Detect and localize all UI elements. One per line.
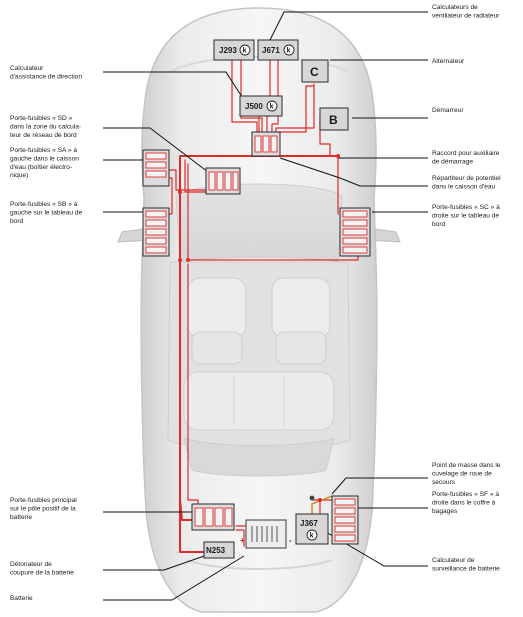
main-fuse-holder bbox=[191, 503, 235, 531]
ground-point bbox=[309, 495, 315, 501]
right-callout-0-line-0: Calculateurs de bbox=[432, 4, 478, 11]
left-callout-2-line-1: gauche dans le caisson bbox=[10, 155, 79, 162]
alternator-c: C bbox=[301, 59, 329, 83]
left-callout-2-line-2: d'eau (boîtier électro- bbox=[10, 164, 72, 171]
fuse-holder-sb bbox=[142, 207, 170, 257]
windshield bbox=[175, 183, 343, 263]
module-j367: J367 k bbox=[295, 513, 329, 545]
left-callout-6-line-0: Batterie bbox=[10, 595, 33, 602]
left-callout-4-line-2: batterie bbox=[10, 514, 32, 521]
module-j671-label: J671 bbox=[262, 46, 280, 55]
junction-dots bbox=[178, 154, 340, 502]
module-j671: J671 k bbox=[257, 39, 299, 61]
left-callout-1-line-1: dans la zone du calcula- bbox=[10, 123, 81, 130]
left-callout-3-line-1: gauche sur le tableau de bbox=[10, 209, 83, 216]
left-callout-4-line-0: Porte-fusibles principal bbox=[10, 497, 77, 504]
starter-b: B bbox=[319, 107, 349, 131]
car-body bbox=[117, 7, 401, 613]
k-icon bbox=[306, 529, 318, 541]
right-callout-6-line-2: secours bbox=[432, 479, 456, 486]
left-callout-4-line-1: sur le pôle positif de la bbox=[10, 505, 76, 512]
right-callout-3-line-1: de démarrage bbox=[432, 158, 473, 165]
k-symbol: k bbox=[270, 104, 274, 111]
right-callout-2-line-0: Démarreur bbox=[432, 107, 464, 114]
fuse-holder-sc bbox=[339, 207, 371, 257]
leader-lines bbox=[103, 11, 428, 601]
right-callout-7-line-2: bagages bbox=[432, 508, 458, 515]
front-seats bbox=[187, 277, 331, 365]
battery-plus: + bbox=[240, 536, 245, 545]
right-callout-8-line-0: Calculateur de bbox=[432, 557, 475, 564]
right-callout-4-line-0: Répartiteur de potentiel bbox=[432, 175, 501, 182]
module-j500: J500 k bbox=[239, 95, 283, 117]
right-callout-7-line-0: Porte-fusibles « SF » à bbox=[432, 491, 499, 498]
fuse-holder-sa bbox=[142, 149, 170, 187]
k-symbol: k bbox=[243, 48, 247, 55]
left-callout-3-line-0: Porte-fusibles « SB » à bbox=[10, 201, 78, 208]
left-callout-0-line-0: Calculateur bbox=[10, 65, 44, 72]
right-callout-1-line-0: Alternateur bbox=[432, 58, 465, 65]
module-j293: J293 k bbox=[213, 39, 255, 61]
k-icon bbox=[266, 100, 278, 112]
detonator-label: N253 bbox=[206, 546, 226, 555]
right-callout-7-line-1: droite dans le coffre à bbox=[432, 499, 496, 506]
left-callout-5-line-0: Détonateur de bbox=[10, 561, 52, 568]
rear-window bbox=[183, 437, 335, 477]
right-callout-4-line-1: dans le caisson d'eau bbox=[432, 183, 496, 190]
right-callout-0-line-1: ventilateur de radiateur bbox=[432, 12, 500, 19]
left-callout-1-line-2: teur de réseau de bord bbox=[10, 132, 77, 139]
module-j293-label: J293 bbox=[219, 46, 237, 55]
fuse-holder-sd bbox=[205, 167, 241, 195]
left-callout-1-line-0: Porte-fusibles « SD » bbox=[10, 115, 73, 122]
right-callout-5-line-2: bord bbox=[432, 221, 446, 228]
left-callout-2-line-3: nique) bbox=[10, 172, 28, 179]
right-callout-5-line-1: droite sur le tableau de bbox=[432, 212, 499, 219]
k-icon bbox=[283, 44, 295, 56]
right-callout-8-line-1: surveillance de batterie bbox=[432, 565, 500, 572]
k-symbol: k bbox=[287, 48, 291, 55]
k-symbol: k bbox=[310, 533, 314, 540]
right-callout-5-line-0: Porte-fusibles « SC » à bbox=[432, 204, 500, 211]
left-callout-0-line-1: d'assistance de direction bbox=[10, 73, 82, 80]
left-callout-3-line-2: bord bbox=[10, 218, 24, 225]
right-callout-3-line-0: Raccord pour auxiliaire bbox=[432, 150, 500, 157]
right-callout-6-line-0: Point de masse dans le bbox=[432, 462, 501, 469]
potential-distributor bbox=[251, 131, 281, 157]
module-j500-label: J500 bbox=[245, 102, 263, 111]
battery: + - bbox=[240, 519, 292, 549]
detonator-n253: N253 bbox=[203, 541, 235, 559]
right-callout-6-line-1: cuvelage de roue de bbox=[432, 470, 492, 477]
alternator-label: C bbox=[310, 65, 319, 79]
module-j367-label: J367 bbox=[300, 519, 318, 528]
fuse-holder-sf bbox=[331, 495, 359, 545]
left-callout-2-line-0: Porte-fusibles « SA » à bbox=[10, 147, 77, 154]
starter-label: B bbox=[329, 113, 338, 127]
left-callout-5-line-1: coupure de la batterie bbox=[10, 569, 74, 576]
battery-minus: - bbox=[289, 536, 292, 545]
rear-seats bbox=[183, 371, 335, 431]
k-icon bbox=[239, 44, 251, 56]
